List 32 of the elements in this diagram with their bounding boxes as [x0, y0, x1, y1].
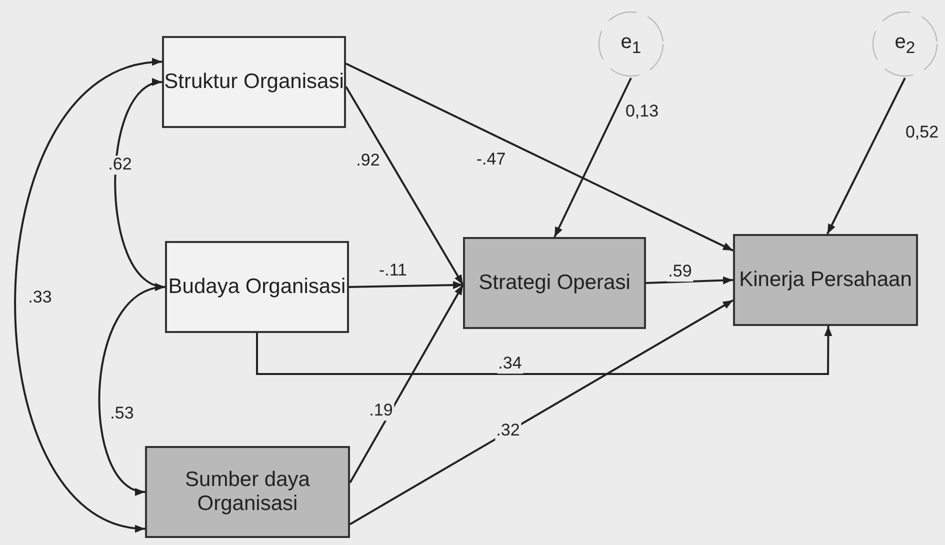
- error-term-label: e$_{1}$: [620, 30, 642, 58]
- path-coefficient: 0,13: [624, 102, 660, 122]
- variable-name: Struktur Organisasi: [164, 70, 344, 94]
- variable-name: Budaya Organisasi: [168, 274, 346, 300]
- path-arrow: [345, 86, 464, 286]
- path-coefficient: .32: [495, 422, 521, 440]
- path-arrow: [348, 281, 464, 290]
- path-coefficient: .62: [107, 156, 133, 174]
- path-arrow: [256, 326, 832, 375]
- path-coefficient: .59: [667, 262, 693, 282]
- path-arrow: [98, 285, 166, 494]
- path-arrow: [554, 78, 632, 238]
- error-circle: [871, 10, 939, 78]
- path-arrow: [826, 78, 906, 234]
- variable-box: [162, 36, 346, 128]
- variable-box: [165, 241, 349, 333]
- path-coefficient: 0,52: [904, 124, 940, 142]
- variable-name: Strategi Operasi: [478, 270, 630, 296]
- shaded-variable-box: [463, 237, 646, 329]
- variable-name: Kinerja Persahaan: [739, 268, 912, 292]
- path-arrow: [14, 60, 162, 530]
- error-circle: [597, 10, 665, 78]
- shaded-variable-box: [733, 234, 918, 326]
- path-arrow: [346, 62, 734, 252]
- path-arrow: [646, 276, 734, 284]
- error-term-label: e$_{2}$: [894, 30, 916, 58]
- shaded-variable-box: [145, 446, 350, 538]
- path-coefficient: .34: [497, 354, 523, 374]
- variable-name: Sumber daya Organisasi: [184, 468, 311, 516]
- path-coefficient: .19: [368, 402, 394, 420]
- path-arrow: [350, 299, 734, 526]
- path-arrow: [349, 284, 464, 484]
